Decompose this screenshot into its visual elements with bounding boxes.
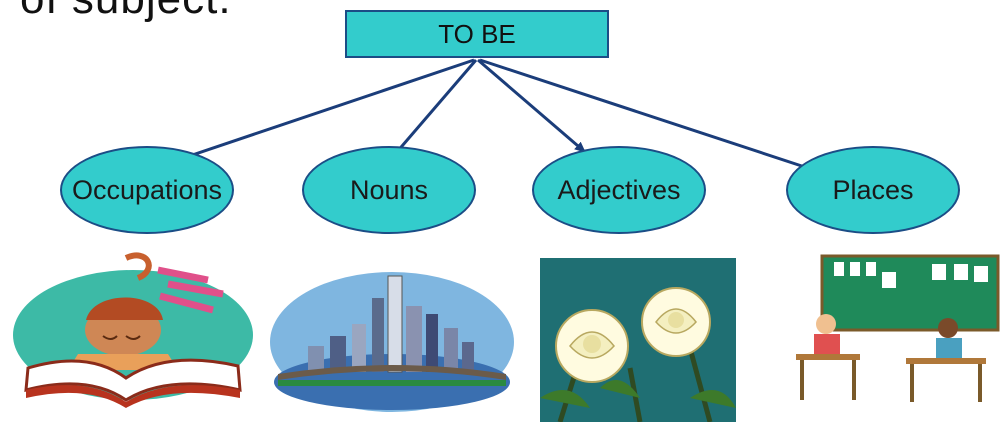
node-label: Adjectives xyxy=(557,174,681,205)
root-node: TO BE xyxy=(345,10,609,58)
node-label: Places xyxy=(832,174,914,205)
node-nouns: Nouns xyxy=(302,146,476,234)
city-skyline-clipart xyxy=(270,272,514,412)
arrow-to-nouns xyxy=(388,59,478,161)
node-places: Places xyxy=(786,146,960,234)
arrow-to-places xyxy=(479,58,821,174)
girl-reading-book-clipart xyxy=(13,252,253,408)
white-roses-clipart xyxy=(540,258,736,422)
slide-heading-fragment: of subject. xyxy=(20,0,232,24)
node-occupations: Occupations xyxy=(60,146,234,234)
root-node-label: TO BE xyxy=(438,18,516,49)
arrow-to-adjectives xyxy=(477,58,586,154)
node-label: Occupations xyxy=(71,174,223,205)
node-adjectives: Adjectives xyxy=(532,146,706,234)
node-label: Nouns xyxy=(349,174,429,205)
classroom-clipart xyxy=(786,254,1000,404)
